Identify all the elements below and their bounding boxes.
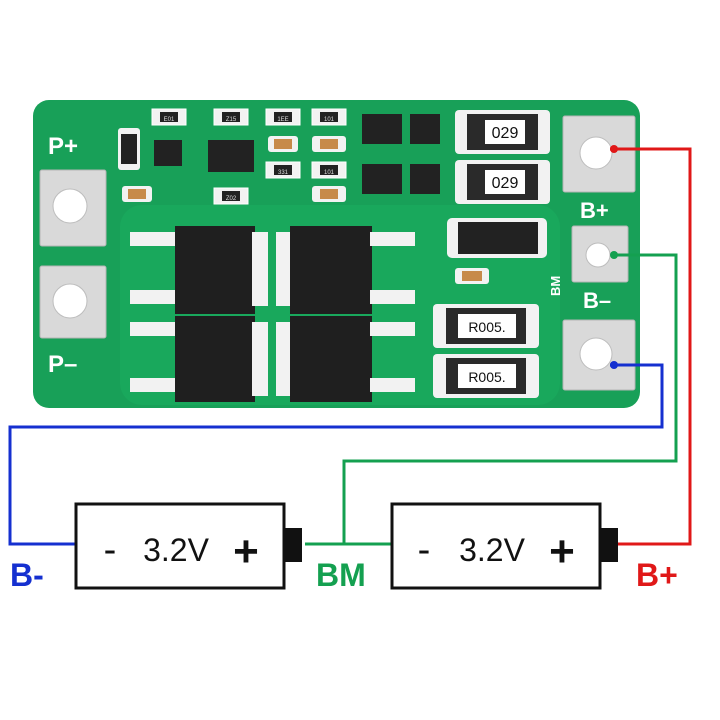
- wires: [8, 145, 692, 546]
- battery-cell-2-plus: +: [549, 527, 575, 576]
- smd-mark-5: 331: [278, 170, 289, 176]
- silk-label-p-minus: P–: [48, 351, 77, 378]
- smd-mark-4: 101: [324, 117, 335, 123]
- battery-cell-1-minus: -: [104, 529, 117, 571]
- mosfet-left-bottom: [130, 316, 268, 402]
- pcb-board: P+ P– B+ B– BM E01 Z15 1EE 101 331 101: [33, 100, 640, 408]
- resistor-029-top-label: 029: [492, 125, 519, 142]
- mosfet-right-bottom: [276, 316, 415, 402]
- battery-cell-2-terminal: [600, 528, 618, 562]
- pad-p-minus: [39, 265, 107, 339]
- smd-mark-6: 101: [324, 170, 335, 176]
- silk-label-bm: BM: [548, 276, 563, 296]
- terminal-label-b-minus: B-: [10, 557, 44, 593]
- silk-label-b-minus: B–: [583, 288, 611, 313]
- wire-bm-dot: [610, 251, 618, 259]
- resistor-r005-1-label: R005.: [468, 319, 505, 335]
- battery-cell-1-voltage: 3.2V: [143, 532, 209, 568]
- smd-small-parts: E01 Z15 1EE 101 331 101 Z02: [118, 108, 489, 284]
- smd-mark-7: Z02: [226, 196, 237, 202]
- battery-cell-1-terminal: [284, 528, 302, 562]
- silk-label-p-plus: P+: [48, 133, 78, 160]
- resistor-029-mid-label: 029: [492, 175, 519, 192]
- battery-cell-1: - 3.2V +: [74, 502, 302, 590]
- wire-b-plus-dot: [610, 145, 618, 153]
- silk-label-b-plus: B+: [580, 198, 609, 223]
- battery-cell-1-body: [74, 502, 286, 590]
- battery-cell-2-body: [390, 502, 602, 590]
- battery-cell-2: - 3.2V +: [390, 502, 618, 590]
- resistor-029-mid: 029: [455, 160, 550, 204]
- mosfet-left-top: [130, 226, 268, 314]
- mosfet-right-top: [276, 226, 415, 314]
- resistor-r005-2-label: R005.: [468, 369, 505, 385]
- diode-component: [447, 218, 547, 258]
- wire-b-plus: [610, 147, 692, 546]
- resistor-r005-2: R005.: [433, 354, 539, 398]
- battery-cell-2-minus: -: [418, 529, 431, 571]
- pad-b-minus: [562, 319, 636, 391]
- terminal-label-bm: BM: [316, 557, 366, 593]
- smd-mark-2: Z15: [226, 117, 237, 123]
- wire-b-minus: [8, 363, 664, 546]
- battery-cell-2-voltage: 3.2V: [459, 532, 525, 568]
- battery-cell-1-plus: +: [233, 527, 259, 576]
- pad-p-plus: [39, 169, 107, 247]
- mosfet-array: [130, 226, 415, 402]
- wire-b-minus-dot: [610, 361, 618, 369]
- resistor-029-top: 029: [455, 110, 550, 154]
- resistor-r005-1: R005.: [433, 304, 539, 348]
- smd-mark-3: 1EE: [277, 117, 288, 123]
- terminal-label-b-plus: B+: [636, 557, 678, 593]
- pad-b-plus: [562, 115, 636, 193]
- smd-mark-1: E01: [164, 117, 175, 123]
